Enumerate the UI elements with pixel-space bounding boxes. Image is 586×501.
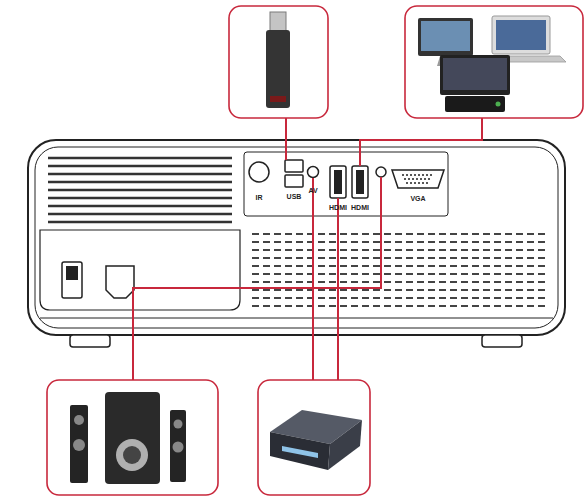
port-label: IR [256,194,263,201]
player-side [328,420,362,470]
left-speaker [70,405,88,483]
projector-foot [70,335,110,347]
usb-stick-detail [270,96,286,102]
port-label: VGA [410,195,425,202]
monitor-screen [421,21,470,51]
projector-foot [482,335,522,347]
hdmi-socket [334,170,342,194]
power-socket [106,266,134,298]
subwoofer [105,392,160,484]
switch-rocker [66,266,78,280]
usb-stick [266,30,290,108]
speaker-cone [174,420,183,429]
desktop-monitor [418,18,473,56]
speaker-cone [173,442,184,453]
port-label: HDMI [351,204,369,211]
projector-body [28,140,565,335]
port-panel [244,152,448,216]
vent-slats [48,158,232,222]
laptop-lid [492,16,550,54]
device-frame [405,6,583,118]
player-tray [282,446,318,458]
vga-port [392,170,444,188]
audio-wire [133,177,381,380]
port-label: USB [287,193,302,200]
vga-pins [402,175,434,183]
usb-wire [285,118,287,160]
power-switch [62,262,82,298]
console-light [496,102,501,107]
usb-port [285,175,303,187]
projector-rim [35,147,558,328]
hdmi-port [352,166,368,198]
vent-grid [252,234,545,306]
audio-jack [376,167,386,177]
power-panel [40,230,240,310]
right-speaker [170,410,186,482]
tv-screen [443,58,507,90]
base-line [40,318,553,319]
device-frame [229,6,328,118]
av-wire [312,178,314,380]
hdmi-port [330,166,346,198]
speaker-cone [74,415,84,425]
device-frame [258,380,370,495]
laptop-screen [496,20,546,50]
hdmi-wire [360,118,482,166]
subwoofer-center [123,446,141,464]
hdmi-wire [337,198,339,380]
usb-port [285,160,303,172]
ir-sensor [249,162,269,182]
av-jack [308,167,319,178]
port-label: AV [308,187,317,194]
hdmi-socket [356,170,364,194]
tv-set [440,55,510,95]
usb-connector [270,12,286,32]
game-console [445,96,505,112]
device-frame [47,380,218,495]
port-label: HDMI [329,204,347,211]
speaker-cone [73,439,85,451]
subwoofer-cone [116,439,148,471]
player-front [270,432,330,470]
